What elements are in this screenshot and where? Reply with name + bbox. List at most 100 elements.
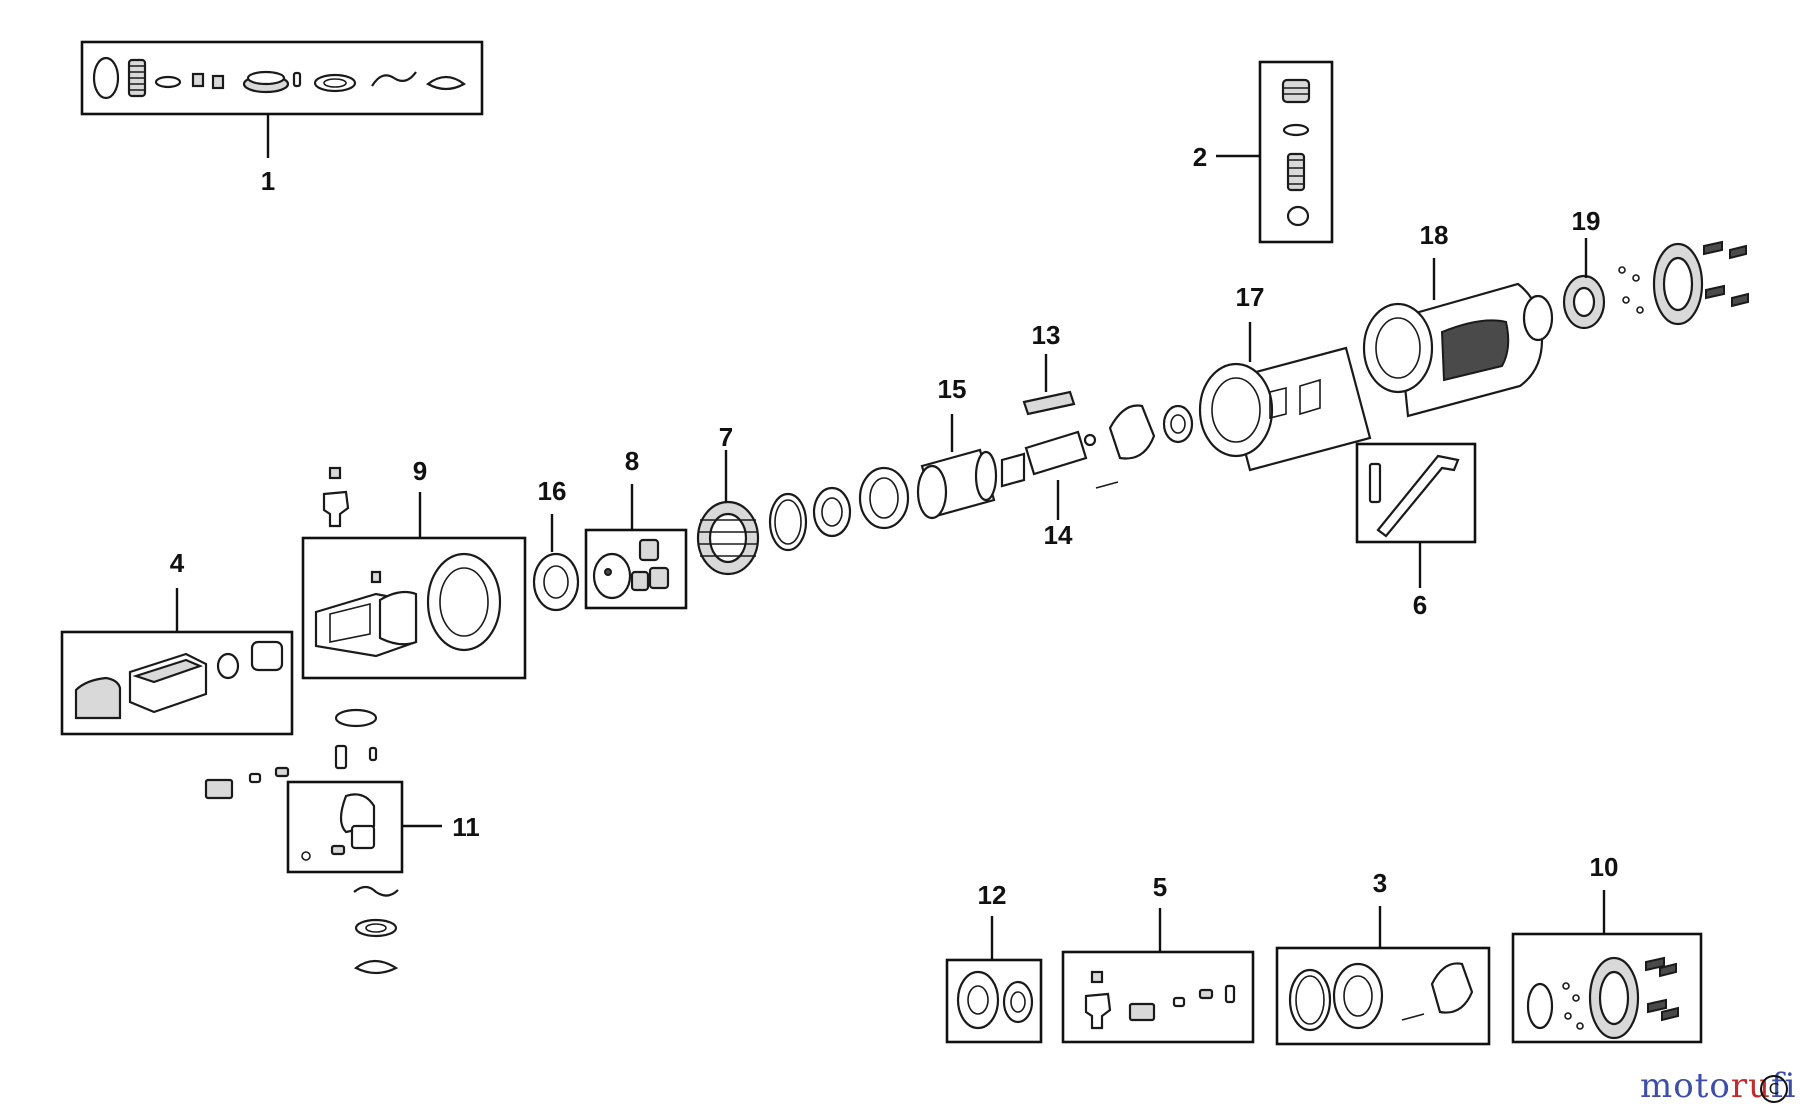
- o-ring-part: [1526, 982, 1554, 1030]
- callout-10: 10: [1590, 852, 1619, 882]
- pawl-part: [204, 778, 234, 800]
- part-group-7: 7: [696, 422, 760, 576]
- spanner-wrench-part: [1376, 454, 1460, 538]
- callout-16: 16: [538, 476, 567, 506]
- callout-7: 7: [719, 422, 733, 452]
- pin-part: [334, 744, 348, 770]
- washer-part: [154, 75, 182, 89]
- callout-5: 5: [1153, 872, 1167, 902]
- part-group-8: 8: [584, 446, 688, 610]
- kit-box-9: [301, 536, 527, 680]
- part-group-9: 9: [301, 456, 527, 680]
- kit-box-10: [1511, 932, 1703, 1044]
- planet-gear-part: [648, 566, 670, 590]
- carrier-plate-part: [592, 552, 632, 600]
- part-group-15: 15: [916, 374, 998, 520]
- callout-18: 18: [1420, 220, 1449, 250]
- bearing-part: [1002, 980, 1034, 1024]
- part-group-14: 14: [1000, 430, 1097, 550]
- kit-box-8: [584, 528, 688, 610]
- part-group-3: 3: [1275, 868, 1491, 1046]
- loose-parts-motor-front: [768, 466, 910, 552]
- pin-part: [191, 72, 205, 88]
- kit-box-3: [1275, 946, 1491, 1046]
- part-group-4: 4: [60, 548, 294, 736]
- callout-3: 3: [1373, 868, 1387, 898]
- pin-part: [368, 746, 378, 762]
- callout-6: 6: [1413, 590, 1427, 620]
- callout-19: 19: [1572, 206, 1601, 236]
- o-ring-part: [1288, 968, 1332, 1032]
- loose-parts-end-cap: [1618, 240, 1749, 326]
- loose-parts-head: [322, 466, 350, 528]
- copyright-icon: C: [1760, 1075, 1788, 1103]
- spring-part: [1198, 988, 1214, 1000]
- callout-11: 11: [452, 812, 480, 842]
- part-group-6: 6: [1355, 442, 1477, 620]
- loose-parts-motor-rear: [1095, 404, 1194, 489]
- fitting-part: [1090, 970, 1104, 984]
- callout-4: 4: [170, 548, 185, 578]
- ring-part: [313, 73, 357, 93]
- callout-13: 13: [1032, 320, 1061, 350]
- fitting-part: [328, 466, 342, 480]
- callout-9: 9: [413, 456, 427, 486]
- bushing-part: [216, 652, 240, 680]
- rear-bearing-part: [1162, 404, 1194, 444]
- pawl-holder-part: [1084, 992, 1112, 1030]
- screw-part: [1645, 956, 1679, 1022]
- callout-17: 17: [1236, 282, 1265, 312]
- pin-part: [292, 71, 302, 88]
- part-group-18: 18: [1362, 220, 1544, 418]
- spring-part: [330, 844, 346, 856]
- part-group-16: 16: [532, 476, 580, 612]
- callout-14: 14: [1044, 520, 1073, 550]
- spring-part: [1286, 152, 1306, 192]
- plug-part: [1281, 78, 1311, 104]
- part-group-5: 5: [1061, 872, 1255, 1044]
- grease-fitting-part: [370, 570, 382, 584]
- part-group-19: 19: [1522, 206, 1606, 342]
- wave-spring-part: [371, 71, 417, 87]
- kit-box-1: [80, 40, 484, 116]
- kit-box-6: [1355, 442, 1477, 544]
- cover-part: [74, 676, 122, 720]
- retaining-ring-part: [426, 75, 466, 91]
- kit-box-2: [1258, 60, 1334, 244]
- retaining-ring-part: [353, 959, 399, 975]
- bearing-part: [532, 552, 580, 612]
- end-plate-part: [1332, 962, 1384, 1030]
- callout-1: 1: [261, 166, 275, 196]
- pin-part: [1095, 481, 1119, 489]
- o-ring-part: [1522, 294, 1554, 342]
- spring-part: [274, 766, 290, 778]
- dowel-pin-part: [1368, 462, 1382, 504]
- rear-end-plate-part: [1108, 404, 1156, 460]
- callout-12: 12: [978, 880, 1007, 910]
- pin-part: [248, 772, 262, 784]
- bearing-part: [956, 970, 1000, 1030]
- screw-part: [1703, 240, 1749, 308]
- pin-part: [1172, 996, 1186, 1008]
- wave-washer-part: [353, 885, 399, 897]
- pawl-part: [1128, 1002, 1156, 1022]
- o-ring-part: [1282, 123, 1310, 137]
- rear-end-plate-part: [1430, 962, 1474, 1014]
- ball-part: [1286, 205, 1310, 227]
- watermark-text-1: moto: [1640, 1066, 1731, 1106]
- pin-part: [211, 74, 225, 90]
- part-group-10: 10: [1511, 852, 1703, 1044]
- part-group-17: 17: [1198, 282, 1372, 472]
- thrust-washer-part: [334, 708, 378, 728]
- callout-8: 8: [625, 446, 639, 476]
- bearing-part: [812, 486, 852, 538]
- rotor-part: [1024, 430, 1088, 476]
- part-group-11: 11: [204, 708, 480, 975]
- end-plate-part: [858, 466, 910, 530]
- part-group-13: 13: [1022, 320, 1076, 416]
- o-ring-part: [768, 492, 808, 552]
- callout-15: 15: [938, 374, 967, 404]
- kit-box-12: [945, 958, 1043, 1044]
